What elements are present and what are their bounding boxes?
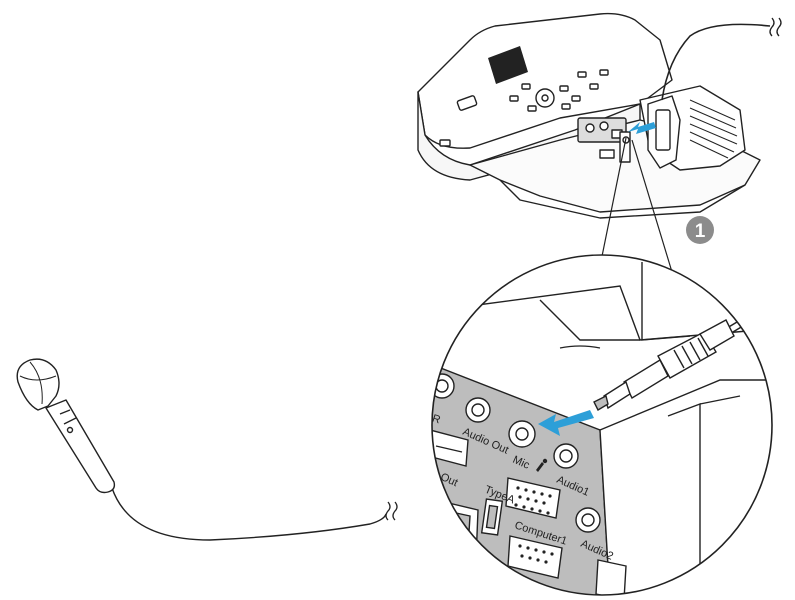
insert-arrow-small <box>628 122 656 134</box>
insert-arrow <box>538 410 594 436</box>
zoom-detail: -R Audio Out Mic Audio1 or Out TypeA Com… <box>427 254 773 596</box>
port-audio-left <box>432 373 455 399</box>
step-badge-number: 1 <box>695 221 706 242</box>
rear-ports <box>577 117 631 163</box>
cable-break-icon <box>385 501 398 521</box>
power-cable <box>661 23 771 101</box>
port-audio2 <box>575 507 601 533</box>
cable-break-icon <box>769 17 782 37</box>
label-partial-r: -R <box>427 411 442 426</box>
port-usb-type-a <box>480 498 504 536</box>
port-computer1 <box>505 477 561 519</box>
zoom-leader <box>597 137 673 277</box>
mount-vents <box>689 99 738 159</box>
port-audio1 <box>553 443 579 469</box>
vent-grille <box>488 46 528 84</box>
step-badge: 1 <box>686 216 714 244</box>
port-mic <box>508 420 536 448</box>
control-panel <box>509 69 609 112</box>
microphone-symbol-icon <box>536 458 548 472</box>
mic-cable <box>111 487 387 541</box>
projector <box>417 12 761 219</box>
port-monitor-out <box>432 429 469 467</box>
port-audio-out <box>465 397 491 423</box>
port-computer2 <box>507 535 563 579</box>
microphone <box>16 358 387 541</box>
